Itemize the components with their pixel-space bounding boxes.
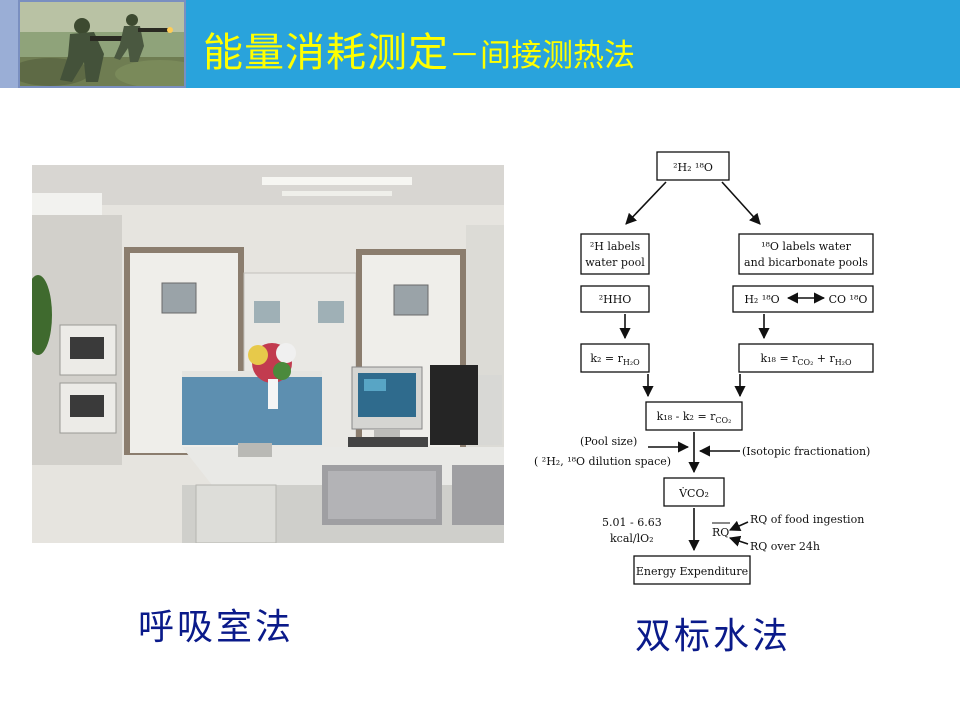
label-rq-24h: RQ over 24h	[750, 540, 820, 553]
label-h2o18: H₂ ¹⁸O	[744, 293, 779, 306]
label-hho: ²HHO	[599, 293, 632, 306]
label-h-2: water pool	[585, 256, 645, 269]
label-o-2: and bicarbonate pools	[744, 256, 868, 269]
soldiers-photo	[18, 0, 186, 88]
respiration-chamber-photo	[24, 165, 504, 544]
title-bar: 能量消耗测定－间接测热法	[0, 0, 960, 88]
box-k18	[738, 343, 874, 373]
label-k18: k₁₈ = rCO₂ + rH₂O	[760, 352, 851, 367]
page-title: 能量消耗测定－间接测热法	[203, 20, 635, 78]
box-h-label	[580, 233, 650, 275]
box-diff	[645, 401, 743, 431]
label-energy: Energy Expenditure	[636, 565, 748, 578]
box-k2	[580, 343, 650, 373]
box-hho	[580, 285, 650, 313]
box-vco2	[663, 477, 725, 507]
box-top	[656, 151, 730, 181]
title-main: 能量消耗测定	[203, 30, 449, 76]
label-co18: CO ¹⁸O	[829, 293, 868, 306]
arrow-top-to-h	[625, 181, 667, 225]
label-o-1: ¹⁸O labels water	[761, 240, 852, 253]
arrow-rq-24h	[728, 535, 749, 547]
label-pool-size: (Pool size)	[580, 435, 637, 448]
label-top: ²H₂ ¹⁸O	[673, 161, 713, 174]
arrow-top-to-o	[721, 181, 761, 225]
label-fractionation: (Isotopic fractionation)	[742, 445, 870, 458]
label-dilution: ( ²H₂, ¹⁸O dilution space)	[534, 455, 671, 468]
title-subtitle: －间接测热法	[449, 38, 635, 74]
label-rq-bar: RQ	[712, 526, 729, 539]
label-h-1: ²H labels	[590, 240, 641, 253]
label-kcal-1: 5.01 - 6.63	[602, 516, 662, 529]
box-energy	[633, 555, 751, 585]
caption-doubly-labeled-water: 双标水法	[635, 616, 792, 657]
title-bar-accent	[0, 0, 18, 88]
arrow-rq-food	[728, 520, 749, 532]
label-rq-food: RQ of food ingestion	[750, 513, 864, 526]
box-o-label	[738, 233, 874, 275]
label-k2: k₂ = rH₂O	[590, 352, 640, 367]
caption-respiration-chamber: 呼吸室法	[138, 607, 295, 648]
label-kcal-2: kcal/lO₂	[610, 532, 654, 545]
label-vco2: V̇CO₂	[678, 487, 709, 500]
label-diff: k₁₈ - k₂ = rCO₂	[657, 410, 732, 425]
doubly-labeled-water-flowchart: ²H₂ ¹⁸O ²H labels water pool ¹⁸O labels …	[534, 151, 874, 585]
